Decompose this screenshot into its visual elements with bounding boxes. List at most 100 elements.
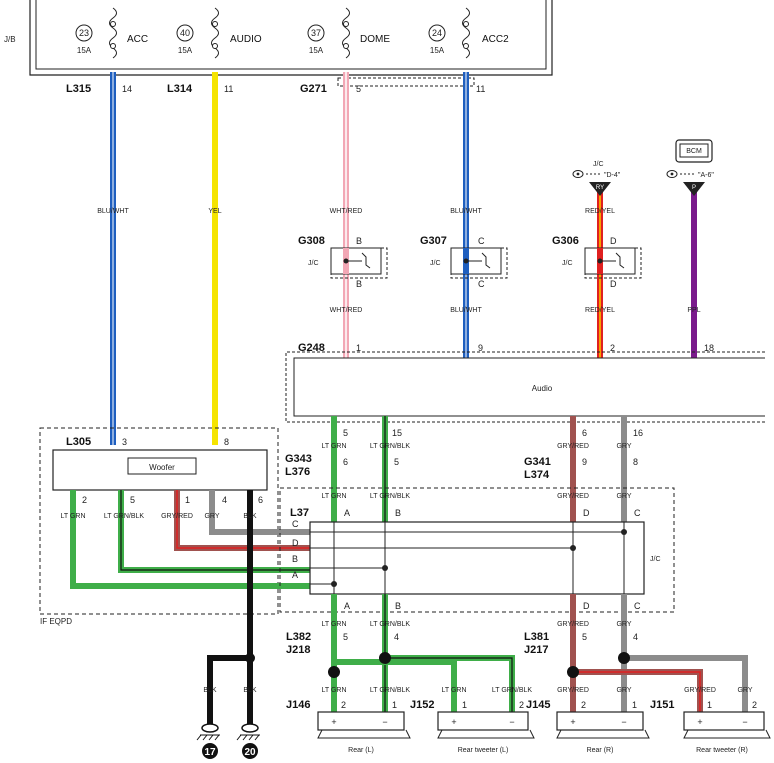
connector-g343: G343 <box>285 453 312 465</box>
fuse-name: ACC <box>127 34 148 45</box>
speaker-rear-tweeter-left: J152 1 2 + − Rear tweeter (L) <box>410 699 535 754</box>
pin-label: 15 <box>392 428 402 438</box>
woofer-unit: L305 3 8 Woofer 2 5 1 4 6 IF EQPD <box>39 427 279 626</box>
connector-j145: J145 <box>526 699 550 711</box>
wire-color-label: GRY <box>616 493 631 500</box>
fuse-dome: 37 15A DOME <box>307 7 390 59</box>
connector-g341-l374: G341 L374 9 8 <box>524 456 638 481</box>
ground-20: 20 <box>236 700 260 759</box>
connector-j151: J151 <box>650 699 674 711</box>
wire-color-label: RED/YEL <box>585 208 615 215</box>
wire-color-label: LT GRN/BLK <box>370 443 411 450</box>
connector-l314: L314 <box>167 83 193 95</box>
pin-label: 2 <box>581 700 586 710</box>
speaker-rear-left: J146 2 1 + − Rear (L) <box>286 699 411 754</box>
wire-color-label: GRY/RED <box>557 687 589 694</box>
wire-color-label: LT GRN/BLK <box>104 513 145 520</box>
fuse-name: AUDIO <box>230 34 262 45</box>
pin-label: 11 <box>476 84 485 94</box>
wire-color-label: WHT/RED <box>330 208 363 215</box>
pin-label: A <box>292 570 298 580</box>
pin-label: B <box>356 279 362 289</box>
fuse-number: 40 <box>180 28 190 38</box>
pin-label: 2 <box>752 700 757 710</box>
pin-label: 5 <box>356 84 361 94</box>
wire-color-label: GRY <box>616 443 631 450</box>
jc-ref-page: "D-4" <box>604 172 621 179</box>
pin-label: 5 <box>394 457 399 467</box>
wire-color-label: GRY/RED <box>557 493 589 500</box>
joint-g306: G306 D D J/C <box>552 235 642 289</box>
wire-color-label: GRY <box>616 687 631 694</box>
fuse-number: 37 <box>311 28 321 38</box>
fuse-amp: 15A <box>430 46 445 55</box>
pin-label: 11 <box>224 84 233 94</box>
plus-terminal: + <box>451 717 456 727</box>
speaker-name: Rear (L) <box>348 747 374 754</box>
fuse-amp: 15A <box>77 46 92 55</box>
joint-g307: G307 C C J/C <box>420 235 508 289</box>
area-label: IF EQPD <box>40 617 72 626</box>
wire-color-label: BLK <box>203 687 217 694</box>
wire-color-label: LT GRN/BLK <box>370 687 411 694</box>
wire-color-label: LT GRN <box>321 443 346 450</box>
jc-pin-code: RY <box>596 185 604 191</box>
pin-label: A <box>344 601 350 611</box>
joint-name: G306 <box>552 235 579 247</box>
wire-color-label: WHT/RED <box>330 307 363 314</box>
pin-label: A <box>344 508 350 518</box>
ground-number: 20 <box>244 747 256 758</box>
wire-color-label: RED/YEL <box>585 307 615 314</box>
connector-j217: J217 <box>524 644 548 656</box>
pin-label: B <box>356 236 362 246</box>
pin-label: 6 <box>258 495 263 505</box>
pin-label: D <box>610 236 617 246</box>
wire-wht-red-dome: WHT/RED WHT/RED <box>330 72 363 358</box>
wire-color-label: BLK <box>243 687 257 694</box>
pin-label: 9 <box>582 457 587 467</box>
joint-name: G308 <box>298 235 325 247</box>
jc-label: J/C <box>430 260 441 267</box>
wire-color-label: LT GRN <box>441 687 466 694</box>
pin-label: 3 <box>122 437 127 447</box>
pin-label: 2 <box>341 700 346 710</box>
pin-label: 14 <box>122 84 132 94</box>
connector-j152: J152 <box>410 699 434 711</box>
connector-l374: L374 <box>524 469 550 481</box>
tweeter-branch-left <box>328 652 515 720</box>
ground-17: 17 <box>196 723 220 759</box>
pin-label: C <box>634 601 641 611</box>
pin-label: 1 <box>462 700 467 710</box>
wire-color-label: GRY/RED <box>684 687 716 694</box>
speaker-wire-labels: LT GRN LT GRN/BLK LT GRN LT GRN/BLK GRY/… <box>321 687 752 694</box>
fuse-name: DOME <box>360 34 390 45</box>
connector-j218: J218 <box>286 644 310 656</box>
pin-label: B <box>395 508 401 518</box>
ground-number: 17 <box>204 747 216 758</box>
wire-yel-audio: YEL <box>208 72 222 445</box>
wire-blu-wht-acc: BLU/WHT <box>97 72 129 445</box>
pin-label: C <box>478 279 485 289</box>
pin-label: C <box>478 236 485 246</box>
pin-label: 1 <box>707 700 712 710</box>
connector-g248: G248 <box>298 342 325 354</box>
pin-label: 4 <box>633 632 638 642</box>
fuse-audio: 40 15A AUDIO <box>176 7 262 59</box>
wire-color-label: BLK <box>243 513 257 520</box>
speaker-name: Rear (R) <box>587 747 614 754</box>
wire-color-label: GRY/RED <box>161 513 193 520</box>
speaker-name: Rear tweeter (R) <box>696 747 748 754</box>
woofer-label: Woofer <box>149 463 175 472</box>
pin-label: 1 <box>356 343 361 353</box>
pin-label: D <box>292 538 299 548</box>
pin-label: 1 <box>185 495 190 505</box>
wire-ppl: PPL <box>687 192 701 358</box>
wire-color-label: LT GRN/BLK <box>492 687 533 694</box>
jc-reference-d4: J/C "D-4" RY <box>572 161 621 196</box>
connector-l381-j217: L381 J217 5 4 <box>524 631 638 656</box>
audio-output-wires: LT GRN LT GRN/BLK GRY/RED GRY LT GRN LT … <box>321 416 632 526</box>
connector-l376: L376 <box>285 466 310 478</box>
pin-label: 5 <box>130 495 135 505</box>
fuse-amp: 15A <box>178 46 193 55</box>
pin-label: 5 <box>582 632 587 642</box>
